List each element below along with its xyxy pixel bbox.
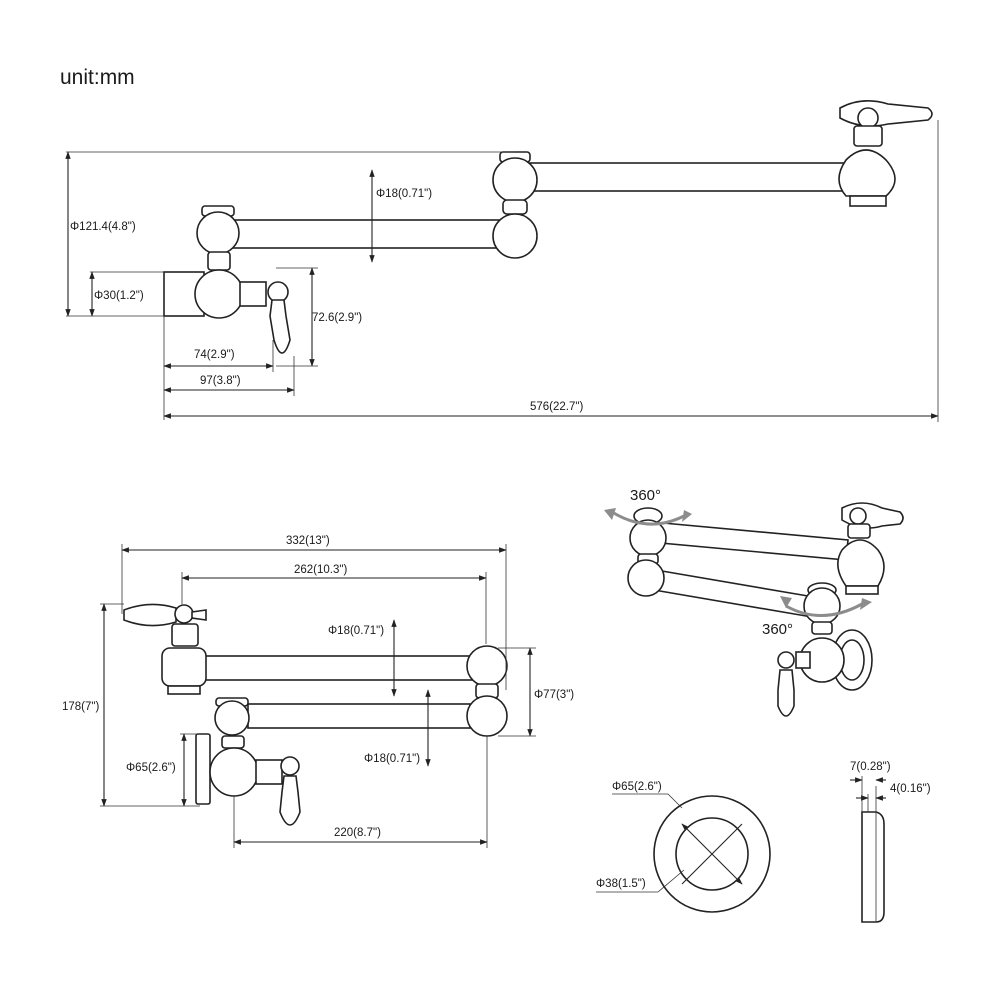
dim-dia-77: Φ77(3"): [534, 689, 574, 701]
iso-upper-pipe: [649, 521, 849, 561]
rotate-arrow-bottom: [785, 602, 863, 617]
front-upper-pipe: [203, 655, 473, 681]
dim-thick-4: 4(0.16"): [890, 783, 931, 795]
rotate-bottom-label: 360°: [762, 621, 793, 638]
dim-w-332: 332(13"): [286, 535, 330, 547]
iso-valve-handle: [777, 669, 795, 717]
unit-label: unit:mm: [60, 66, 135, 89]
front-wall-flange: [195, 733, 211, 805]
dim-dia-65-front: Φ65(2.6"): [126, 762, 176, 774]
dim-flange-inner: Φ38(1.5"): [596, 878, 646, 890]
flange-view: Φ65(2.6") Φ38(1.5") 7(0.28") 4(0.16"): [596, 761, 931, 923]
dim-h-72: 72.6(2.9"): [312, 312, 362, 324]
base-ball: [196, 211, 240, 255]
valve-handle: [269, 299, 291, 354]
dim-w-74: 74(2.9"): [194, 349, 235, 361]
front-view: 332(13") 262(10.3") Φ18(0.71") Φ18(0.71"…: [62, 535, 574, 848]
spout-handle: [839, 100, 933, 127]
iso-elbow-ball: [627, 559, 665, 597]
dim-thick-7: 7(0.28"): [850, 761, 891, 773]
dim-w-220: 220(8.7"): [334, 827, 381, 839]
dim-w-97: 97(3.8"): [200, 375, 241, 387]
dim-h-178: 178(7"): [62, 701, 99, 713]
dim-dia-121: Φ121.4(4.8"): [70, 221, 136, 233]
front-valve-handle: [279, 775, 301, 826]
dim-dia-18-lower: Φ18(0.71"): [364, 753, 420, 765]
rotate-arrow-top: [611, 510, 685, 526]
iso-view: 360° 360°: [604, 487, 904, 717]
dim-flange-outer: Φ65(2.6"): [612, 781, 662, 793]
dim-dia-18-upper: Φ18(0.71"): [328, 625, 384, 637]
spout-body: [838, 149, 896, 197]
valve-knob: [267, 281, 289, 303]
front-spout-body: [161, 647, 207, 687]
dim-w-576: 576(22.7"): [530, 401, 583, 413]
rotate-top-label: 360°: [630, 487, 661, 504]
dim-dia-30: Φ30(1.2"): [94, 290, 144, 302]
iso-lower-pipe: [653, 569, 809, 617]
lower-arm-pipe: [231, 219, 505, 249]
iso-spout-body: [837, 539, 885, 587]
dim-w-262: 262(10.3"): [294, 564, 347, 576]
front-lower-pipe: [247, 703, 471, 729]
front-spout-handle: [123, 603, 177, 627]
flange-side-profile: [861, 811, 885, 923]
dim-dia-18-top: Φ18(0.71"): [376, 188, 432, 200]
upper-arm-pipe: [529, 162, 847, 192]
top-view: Φ121.4(4.8") Φ30(1.2") Φ18(0.71") 72.6(2…: [65, 100, 939, 422]
elbow-ball: [492, 157, 538, 203]
